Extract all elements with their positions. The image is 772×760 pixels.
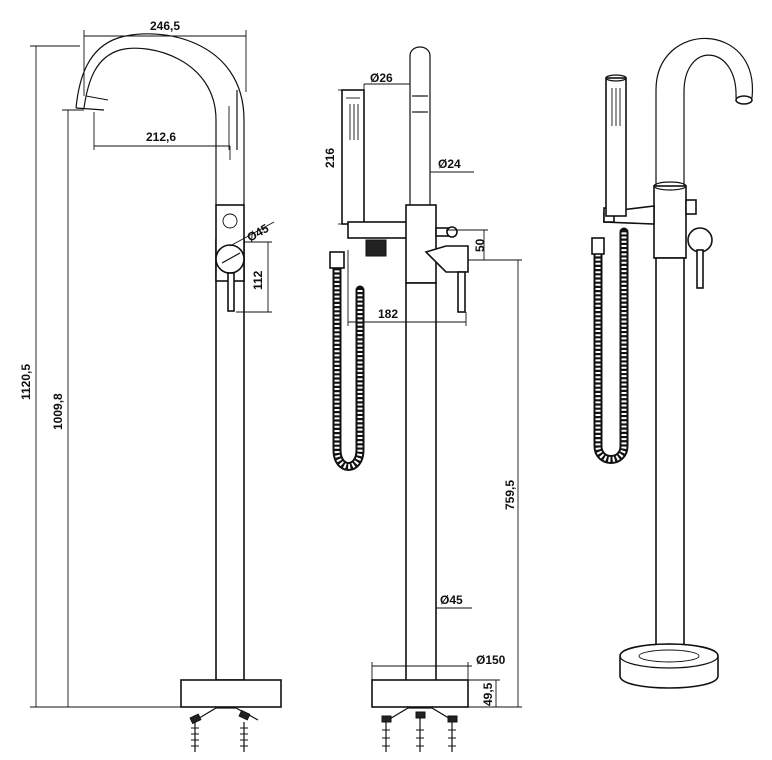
front-elevation-view: Ø26 216 Ø24 50 182 759,5 Ø45 Ø150 49,5	[323, 46, 522, 752]
side-elevation-view: 246,5 212,6 1120,5 1009,8 Ø45 112	[19, 19, 282, 752]
perspective-hose	[593, 227, 629, 464]
front-column	[405, 282, 437, 684]
dim-lever-height: 112	[251, 270, 265, 290]
perspective-base	[619, 643, 719, 689]
dim-base-height: 49,5	[481, 682, 495, 706]
dim-height-total: 1120,5	[19, 364, 33, 400]
dim-height-spout: 1009,8	[51, 393, 65, 430]
dim-column-top-diameter: Ø24	[438, 157, 461, 171]
perspective-column	[655, 257, 685, 655]
dim-spout-reach: 212,6	[146, 130, 176, 144]
dim-lever-diameter: Ø45	[245, 221, 272, 245]
front-handshower	[341, 89, 365, 225]
front-hose	[332, 257, 365, 471]
dim-handshower-length: 216	[323, 148, 337, 168]
dim-mixer-offset: 50	[473, 238, 487, 252]
front-mixer-body	[405, 204, 437, 284]
perspective-mixer	[653, 185, 687, 259]
perspective-handshower	[605, 77, 627, 217]
dim-mixer-depth: 182	[378, 307, 398, 321]
side-base	[180, 679, 282, 708]
front-base	[371, 679, 469, 708]
side-diverter-knob	[222, 213, 238, 229]
dim-column-diameter: Ø45	[440, 593, 463, 607]
dim-spout-reach-total: 246,5	[150, 19, 180, 33]
dim-handshower-diameter: Ø26	[370, 71, 393, 85]
side-lever	[227, 272, 235, 312]
dim-outlet-height: 759,5	[503, 480, 517, 510]
perspective-view	[591, 37, 753, 689]
dim-base-diameter: Ø150	[476, 653, 506, 667]
side-column	[215, 239, 245, 681]
front-holder-arm	[347, 221, 409, 239]
